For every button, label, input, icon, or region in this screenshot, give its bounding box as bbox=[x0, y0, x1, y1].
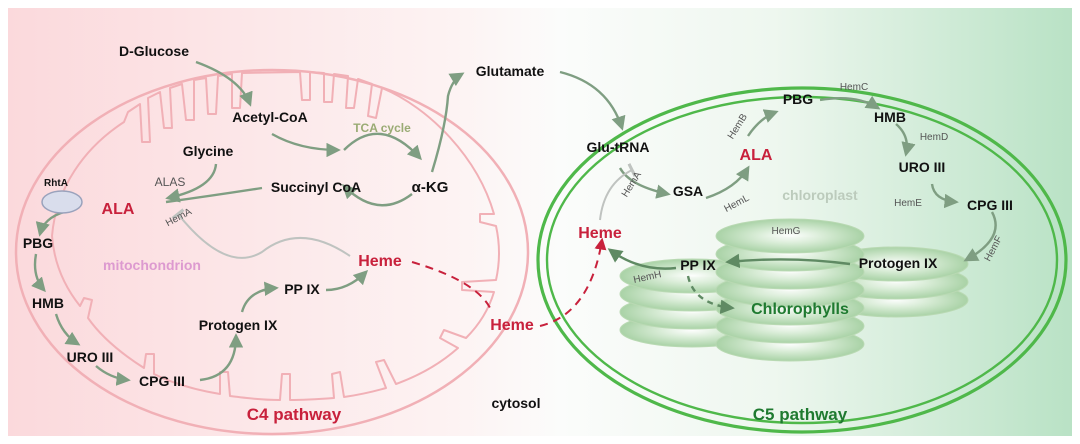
arrow-glucose-to-acetylcoa bbox=[195, 60, 253, 107]
mitochondrion bbox=[14, 68, 530, 436]
heme-transport bbox=[411, 237, 607, 327]
label-heme-c5: Heme bbox=[578, 225, 622, 242]
arrow-succinylcoa-to-ala bbox=[165, 186, 263, 204]
label-pbg-c5: PBG bbox=[783, 91, 813, 107]
label-hemc: HemC bbox=[840, 82, 868, 93]
label-ala-c4: ALA bbox=[102, 201, 135, 218]
label-glutamate: Glutamate bbox=[476, 63, 545, 79]
label-mitochondrion: mitochondrion bbox=[103, 257, 201, 273]
label-heme-enzyme: HemE bbox=[894, 198, 922, 209]
arrow-glycine-to-ala bbox=[165, 163, 218, 203]
label-tca-cycle: TCA cycle bbox=[353, 121, 411, 135]
label-chlorophylls: Chlorophylls bbox=[751, 301, 849, 318]
arrow-glutamate-to-glutrna bbox=[559, 70, 626, 131]
label-gsa: GSA bbox=[673, 183, 703, 199]
c5-late-arrows bbox=[607, 248, 851, 314]
arrow-cpg-to-protogen bbox=[199, 333, 244, 382]
arrow-akg-to-glutamate bbox=[430, 72, 465, 173]
arrow-ppix-to-chlorophylls bbox=[686, 275, 735, 314]
label-cytosol: cytosol bbox=[491, 395, 540, 411]
label-hemd: HemD bbox=[920, 132, 948, 143]
label-protogen-c5: Protogen IX bbox=[859, 255, 938, 271]
label-chloroplast: chloroplast bbox=[782, 187, 858, 203]
label-uro-c5: URO III bbox=[899, 159, 946, 175]
label-ppix-c5: PP IX bbox=[680, 257, 716, 273]
arrow-ppix-to-heme-c5 bbox=[607, 248, 677, 270]
label-cpg-c5: CPG III bbox=[967, 197, 1013, 213]
pathway-arrows bbox=[31, 60, 997, 386]
label-c4-pathway: C4 pathway bbox=[247, 405, 342, 424]
label-pbg-c4: PBG bbox=[23, 235, 53, 251]
arrow-heme-feedback-c4 bbox=[171, 208, 351, 259]
arrow-acetylcoa-to-tca bbox=[271, 132, 341, 158]
label-c5-pathway: C5 pathway bbox=[753, 405, 848, 424]
arrow-uro-to-cpg bbox=[95, 365, 131, 386]
label-d-glucose: D-Glucose bbox=[119, 43, 189, 59]
arrow-protogen-to-ppix bbox=[240, 281, 279, 313]
label-protogen-c4: Protogen IX bbox=[199, 317, 278, 333]
mitochondrion-outer-membrane bbox=[14, 68, 530, 436]
arrow-pbg-to-hmb bbox=[31, 253, 46, 293]
label-succinyl-coa: Succinyl CoA bbox=[271, 179, 361, 195]
rhta-transporter-icon bbox=[41, 190, 83, 214]
label-glu-trna: Glu-tRNA bbox=[587, 139, 650, 155]
label-alas: ALAS bbox=[155, 175, 186, 189]
chloroplast-inner-membrane bbox=[545, 95, 1059, 425]
label-akg: α-KG bbox=[412, 179, 449, 196]
label-ala-c5: ALA bbox=[740, 147, 773, 164]
label-heme-c4: Heme bbox=[358, 253, 402, 270]
arrow-tca-top bbox=[343, 132, 422, 161]
label-rhta: RhtA bbox=[44, 178, 68, 189]
label-ppix-c4: PP IX bbox=[284, 281, 320, 297]
arrow-ala-to-pbg-c5 bbox=[747, 109, 779, 137]
arrow-hmb-to-uro-c5 bbox=[895, 123, 916, 157]
arrow-gsa-to-ala bbox=[705, 165, 750, 200]
label-heme-cytosol: Heme bbox=[490, 317, 534, 334]
label-hemg: HemG bbox=[772, 226, 801, 237]
mitochondrion-inner-membrane bbox=[51, 71, 500, 401]
label-uro-c4: URO III bbox=[67, 349, 114, 365]
arrow-protogen-to-ppix-c5 bbox=[725, 253, 851, 269]
arrow-uro-to-cpg-c5 bbox=[930, 183, 959, 209]
arrow-hmb-to-uro bbox=[54, 313, 81, 346]
label-hmb-c4: HMB bbox=[32, 295, 64, 311]
label-glycine: Glycine bbox=[183, 143, 234, 159]
label-acetyl-coa: Acetyl-CoA bbox=[232, 109, 307, 125]
arrow-glutrna-to-gsa bbox=[618, 167, 671, 199]
arrow-ppix-to-heme bbox=[325, 269, 369, 292]
arrow-cpg-to-protogen-c5 bbox=[963, 211, 997, 262]
heme-export-mitochondrion bbox=[411, 261, 493, 313]
arrow-heme-feedback-c5 bbox=[599, 163, 637, 221]
label-hmb-c5: HMB bbox=[874, 109, 906, 125]
arrow-tca-bottom bbox=[341, 183, 413, 207]
chloroplast-outer-membrane bbox=[536, 86, 1068, 434]
label-cpg-c4: CPG III bbox=[139, 373, 185, 389]
arrow-pbg-to-hmb-c5 bbox=[819, 95, 881, 110]
